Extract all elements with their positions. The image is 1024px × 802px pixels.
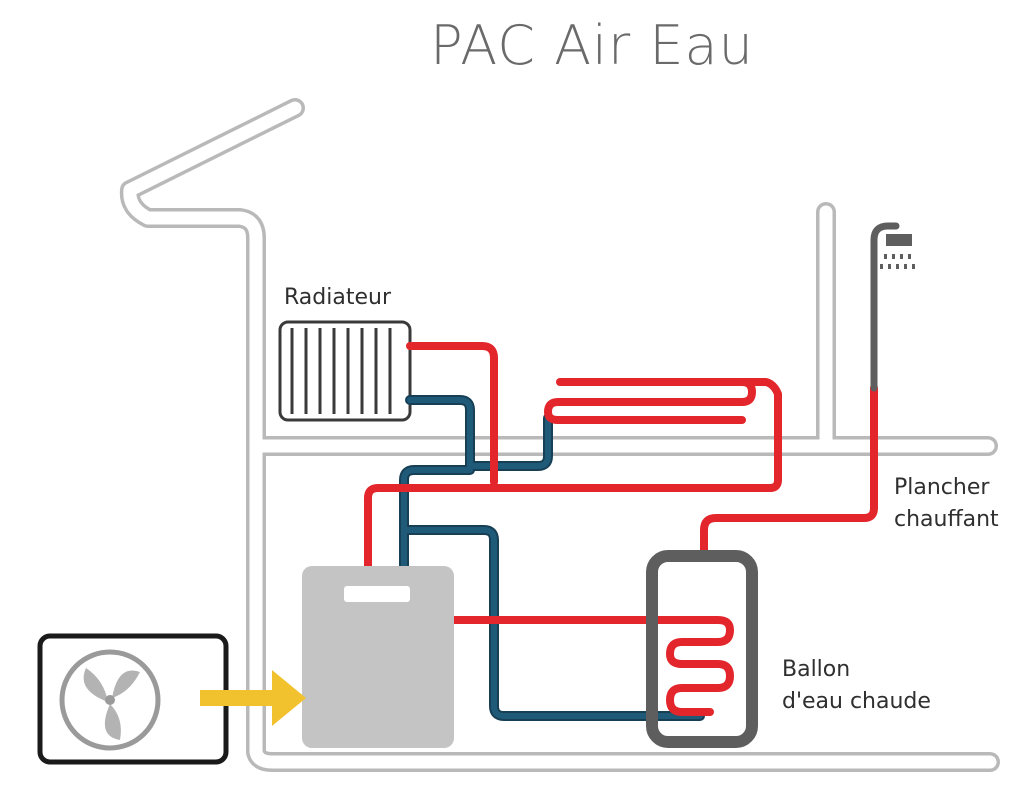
radiator [278, 320, 412, 422]
label-plancher-line1: Plancher [894, 475, 990, 500]
label-plancher-chauffant: Plancher chauffant [894, 472, 999, 536]
label-radiateur: Radiateur [284, 282, 391, 314]
outdoor-unit [37, 633, 229, 765]
label-ballon-line2: d'eau chaude [782, 689, 931, 714]
heat-pump-unit [302, 566, 454, 748]
label-ballon-eau-chaude: Ballon d'eau chaude [782, 654, 931, 718]
label-ballon-line1: Ballon [782, 657, 851, 682]
shower-icon [870, 222, 915, 392]
fan-icon [59, 649, 161, 751]
hot-pipes [364, 342, 878, 716]
diagram-title: PAC Air Eau [430, 14, 754, 77]
label-radiateur-text: Radiateur [284, 285, 391, 310]
arrow-icon [200, 670, 306, 726]
house-outline [119, 98, 1000, 772]
hot-water-tank [646, 550, 758, 748]
label-plancher-line2: chauffant [894, 507, 999, 532]
